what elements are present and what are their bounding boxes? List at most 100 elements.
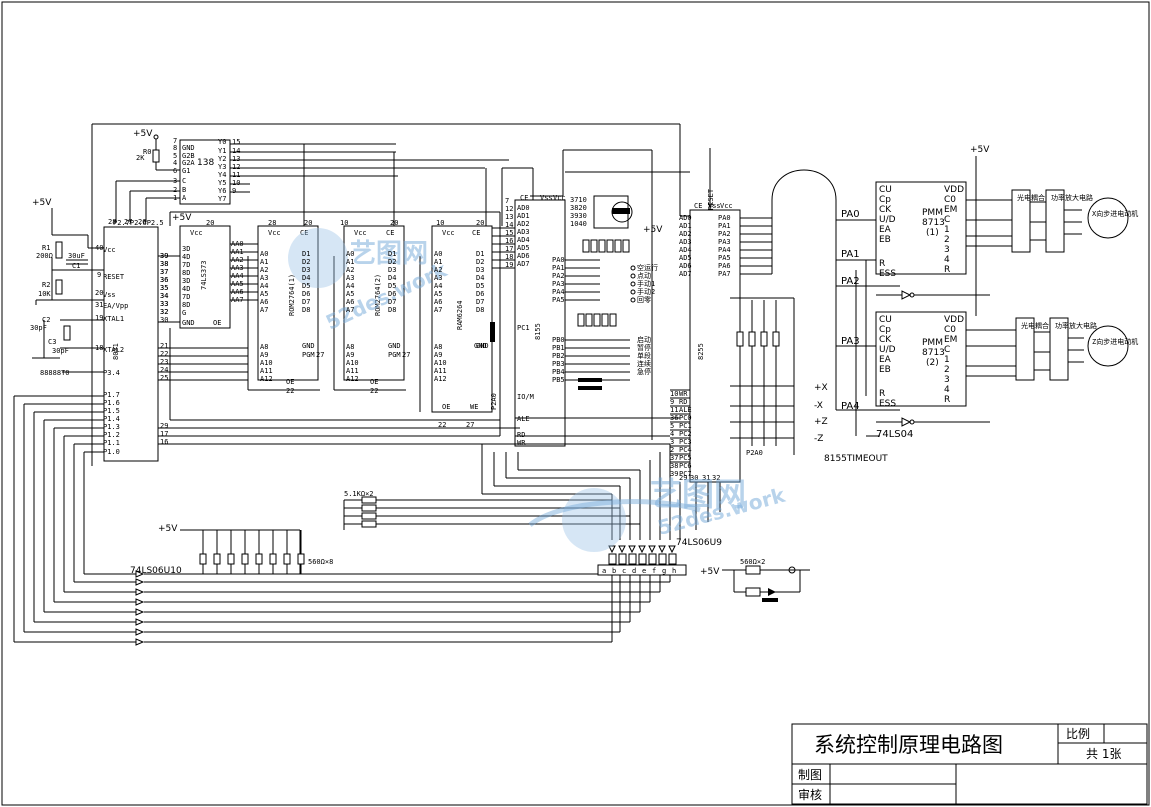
svg-text:EA/Vpp: EA/Vpp (103, 302, 128, 310)
io8255-pa: PA0 (718, 214, 731, 222)
io8255-pc: PC5 (679, 454, 692, 462)
svg-text:27: 27 (466, 421, 474, 429)
svg-text:GND: GND (182, 144, 195, 152)
svg-text:(1): (1) (926, 228, 939, 238)
data-pin: D4 (476, 274, 484, 282)
svg-text:6: 6 (173, 167, 177, 175)
svg-text:OE: OE (370, 378, 378, 386)
io8255-pc: PC1 (679, 422, 692, 430)
svg-text:Vcc: Vcc (720, 202, 733, 210)
svg-text:20: 20 (206, 219, 214, 227)
addr-pin: A5 (346, 290, 354, 298)
addr-pin: A6 (260, 298, 268, 306)
drawn-by-label: 制图 (798, 768, 822, 782)
driver-z: 光电耦合电路 功率放大电路 Z向步进电动机 (966, 317, 1138, 381)
svg-text:P1.4: P1.4 (103, 415, 120, 423)
svg-text:RD: RD (517, 431, 525, 439)
svg-text:Y3: Y3 (218, 163, 226, 171)
segment-label: f (652, 567, 656, 575)
svg-text:16: 16 (160, 438, 168, 446)
io8155-num: 13 (505, 213, 513, 221)
addr-pin: A1 (260, 258, 268, 266)
pmm-pin-right: 3 (944, 245, 950, 255)
latch-pin-num: 32 (160, 308, 168, 316)
svg-text:2: 2 (173, 186, 177, 194)
io8155-pb: PB1 (552, 344, 565, 352)
buffer-74ls06-u10: 74LS06U10 (130, 566, 182, 646)
io8255-pc: PC3 (679, 438, 692, 446)
segment-label: d (632, 567, 636, 575)
io8255-num: 37 (670, 454, 678, 462)
svg-text:7: 7 (173, 137, 177, 145)
svg-text:ROM2764(1): ROM2764(1) (288, 274, 296, 316)
io8155-ad: AD2 (517, 220, 530, 228)
data-pin: D8 (476, 306, 484, 314)
io8255-num: 11 (670, 406, 678, 414)
svg-text:Y7: Y7 (218, 195, 226, 203)
addr-pin: A7 (260, 306, 268, 314)
svg-text:34: 34 (160, 292, 168, 300)
svg-text:8713: 8713 (922, 218, 945, 228)
addr-pin: A4 (434, 282, 442, 290)
svg-text:74LS04: 74LS04 (876, 429, 913, 440)
rom-2764-1: Vcc CE 28 20 ROM2764(1) GND PGM OE 27 22 (257, 219, 324, 395)
pmm-pin-right: 2 (944, 365, 950, 375)
svg-text:C: C (182, 177, 186, 185)
addr-pin: A12 (434, 375, 447, 383)
svg-text:Vcc: Vcc (190, 229, 203, 237)
io8155-pb: PB3 (552, 360, 565, 368)
latch-pin-in: 7D (182, 261, 190, 269)
data-pin: D1 (302, 250, 310, 258)
svg-text:P2.7P2.6P2.5: P2.7P2.6P2.5 (113, 219, 164, 227)
svg-text:29: 29 (679, 474, 687, 482)
svg-text:R0: R0 (143, 148, 151, 156)
reviewed-by-label: 审核 (798, 787, 822, 802)
io8255-num: 5 (670, 422, 674, 430)
svg-text:8155TIMEOUT: 8155TIMEOUT (824, 454, 888, 464)
svg-text:Vss: Vss (103, 291, 116, 299)
pmm-pin-left: R (879, 259, 885, 269)
io8155-ad: AD3 (517, 228, 530, 236)
io8255-ad: AD1 (679, 222, 692, 230)
svg-text:PMM: PMM (922, 208, 943, 218)
pmm-pin-left: U/D (879, 345, 896, 355)
io8255-pa: PA4 (718, 246, 731, 254)
svg-text:Y1: Y1 (218, 147, 226, 155)
svg-text:XTAL2: XTAL2 (103, 346, 124, 354)
io8155-ad: AD1 (517, 212, 530, 220)
io8255-num: 38 (670, 462, 678, 470)
svg-text:74LS373: 74LS373 (200, 260, 208, 290)
latch-pin-num: 36 (160, 276, 168, 284)
svg-text:27: 27 (316, 351, 324, 359)
io8155-pa: PA0 (552, 256, 565, 264)
io8255-ad: AD6 (679, 262, 692, 270)
addr-pin: A0 (434, 250, 442, 258)
addr-pin: A8 (260, 343, 268, 351)
addr-pin: A10 (260, 359, 273, 367)
svg-text:ALE: ALE (679, 406, 692, 414)
svg-text:27: 27 (402, 351, 410, 359)
svg-text:+5V: +5V (643, 225, 663, 235)
io8155-num: 16 (505, 237, 513, 245)
svg-text:Vcc: Vcc (354, 229, 367, 237)
latch-74ls373: +5V 20 Vcc 74LS373 GND OE G 393837363534… (160, 213, 258, 329)
svg-text:B: B (182, 186, 186, 194)
io8155-num: 18 (505, 253, 513, 261)
io-8255: CE Vss Vcc 8255 WR RD ALE 29 30 31 32 RE… (670, 188, 741, 483)
addr-pin: A1 (346, 258, 354, 266)
io8255-pc: PC0 (679, 414, 692, 422)
svg-text:RD: RD (679, 398, 687, 406)
svg-text:8713: 8713 (922, 348, 945, 358)
svg-text:3710: 3710 (570, 196, 587, 204)
svg-text:560Ω×8: 560Ω×8 (308, 558, 333, 566)
io8255-num: 4 (670, 430, 674, 438)
latch-pin-num: 38 (160, 260, 168, 268)
segment-label: b (612, 567, 616, 575)
data-pin: D3 (476, 266, 484, 274)
io8155-ad: AD6 (517, 252, 530, 260)
segment-label: h (672, 567, 676, 575)
